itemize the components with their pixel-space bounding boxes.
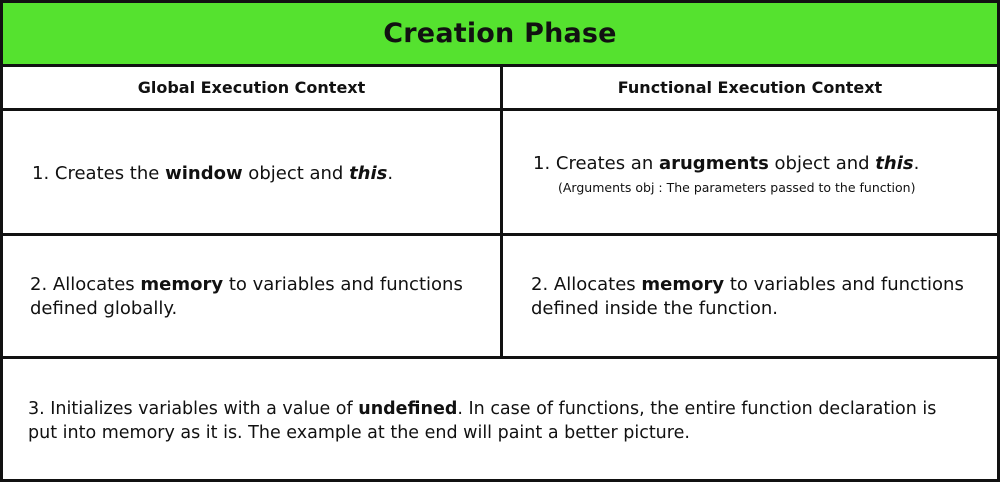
bold-italic-term: this <box>875 153 914 174</box>
bold-term: arugments <box>658 153 769 174</box>
cell-step-3: 3. Initializes variables with a value of… <box>0 356 1000 482</box>
text-segment: to variables and functions <box>223 274 463 295</box>
page-title: Creation Phase <box>383 18 617 49</box>
text-line: 3. Initializes variables with a value of… <box>28 397 936 421</box>
bold-term: window <box>165 163 243 184</box>
table-title-cell: Creation Phase <box>0 0 1000 67</box>
global-step-2-text: 2. Allocates memory to variables and fun… <box>30 273 463 321</box>
cell-global-step-2: 2. Allocates memory to variables and fun… <box>0 233 503 359</box>
text-segment: 1. Creates the <box>32 163 166 184</box>
global-step-1-text: 1. Creates the window object and this. <box>32 162 393 186</box>
bold-term: undefined <box>358 399 458 419</box>
cell-global-step-1: 1. Creates the window object and this. <box>0 108 503 236</box>
text-segment: to variables and functions <box>724 274 964 295</box>
functional-step-1-text: 1. Creates an arugments object and this. <box>533 152 919 176</box>
text-segment: 3. Initializes variables with a value of <box>28 399 359 419</box>
header-functional-execution-context: Functional Execution Context <box>500 64 1000 111</box>
text-segment: . <box>387 163 394 184</box>
arguments-note: (Arguments obj : The parameters passed t… <box>558 180 916 195</box>
bold-term: memory <box>641 274 725 295</box>
functional-step-2-text: 2. Allocates memory to variables and fun… <box>531 273 964 321</box>
header-global-label: Global Execution Context <box>137 78 366 97</box>
cell-functional-step-1: 1. Creates an arugments object and this.… <box>500 108 1000 236</box>
text-line: defined inside the function. <box>531 298 778 319</box>
bold-italic-term: this <box>349 163 388 184</box>
header-global-execution-context: Global Execution Context <box>0 64 503 111</box>
text-segment: . In case of functions, the entire funct… <box>457 399 937 419</box>
cell-functional-step-2: 2. Allocates memory to variables and fun… <box>500 233 1000 359</box>
text-segment: object and <box>768 153 876 174</box>
bold-term: memory <box>140 274 224 295</box>
header-functional-label: Functional Execution Context <box>617 78 883 97</box>
text-segment: object and <box>242 163 350 184</box>
text-line: put into memory as it is. The example at… <box>28 423 690 443</box>
text-line: defined globally. <box>30 298 178 319</box>
text-segment: 1. Creates an <box>533 153 659 174</box>
step-3-text: 3. Initializes variables with a value of… <box>28 397 936 445</box>
text-line: 2. Allocates memory to variables and fun… <box>531 273 964 297</box>
text-segment: . <box>913 153 920 174</box>
text-segment: 2. Allocates <box>531 274 642 295</box>
text-line: 2. Allocates memory to variables and fun… <box>30 273 463 297</box>
text-segment: 2. Allocates <box>30 274 141 295</box>
